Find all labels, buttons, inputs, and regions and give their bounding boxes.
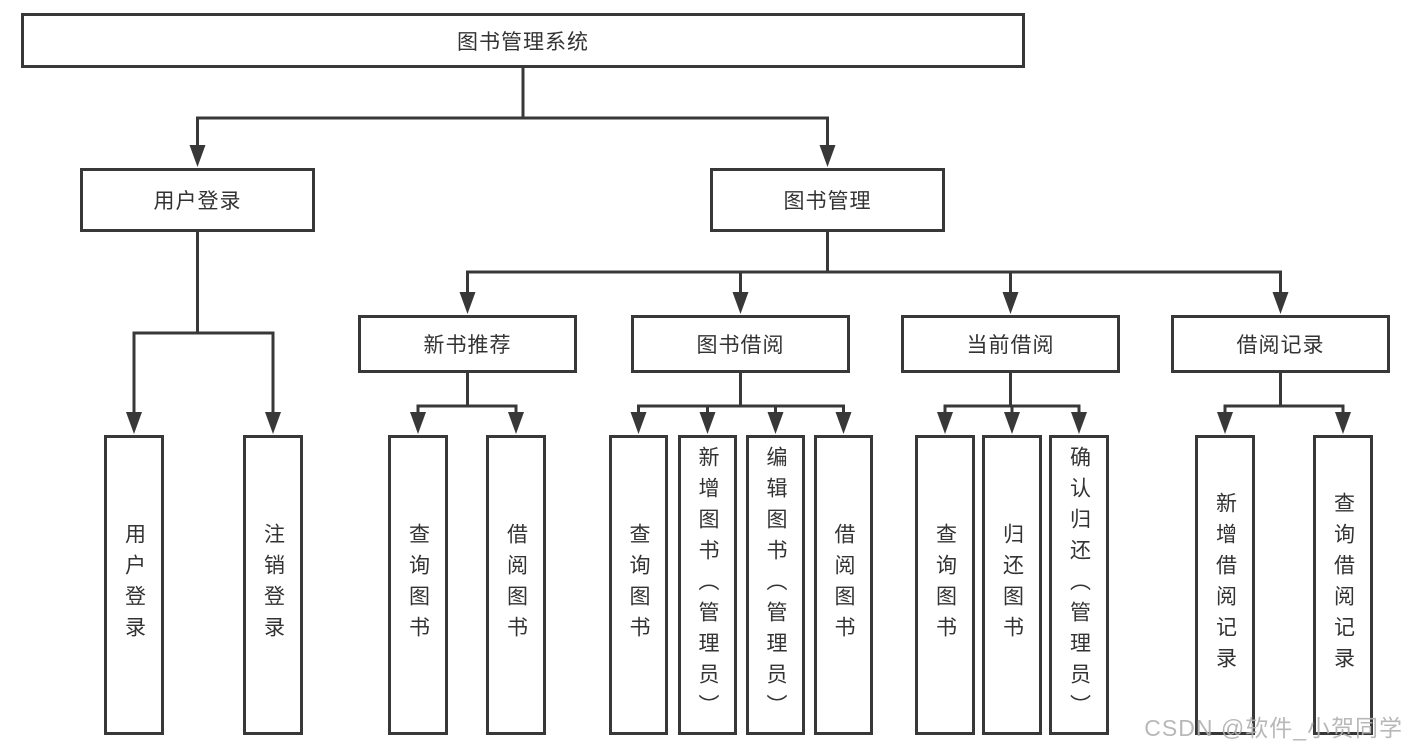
- node-leaf-borrow-book-1: 借阅图书: [486, 435, 546, 735]
- node-label: 借阅图书: [832, 523, 855, 647]
- node-leaf-user-login: 用户登录: [104, 435, 164, 735]
- node-leaf-query-book-2: 查询图书: [609, 435, 668, 735]
- node-label: 查询图书: [933, 523, 957, 647]
- node-label: 图书借阅: [696, 334, 785, 357]
- node-leaf-return-book: 归还图书: [982, 435, 1042, 735]
- node-label: 查询借阅记录: [1331, 492, 1355, 678]
- node-label: 归还图书: [1000, 523, 1024, 647]
- node-label: 查询图书: [406, 523, 430, 647]
- node-label: 新书推荐: [423, 334, 512, 357]
- node-label: 图书管理系统: [457, 30, 589, 54]
- node-book-mgmt: 图书管理: [710, 168, 945, 232]
- node-root: 图书管理系统: [21, 13, 1025, 68]
- node-label: 当前借阅: [966, 334, 1055, 357]
- node-current-borrow: 当前借阅: [901, 315, 1120, 373]
- node-leaf-confirm-return: 确认归还（管理员）: [1049, 435, 1109, 735]
- node-label: 编辑图书（管理员）: [764, 445, 787, 725]
- node-label: 用户登录: [122, 523, 146, 647]
- node-book-borrow: 图书借阅: [631, 315, 850, 373]
- node-leaf-add-borrow-rec: 新增借阅记录: [1195, 435, 1255, 735]
- node-label: 注销登录: [261, 523, 285, 647]
- node-label: 图书管理: [783, 190, 872, 213]
- node-label: 借阅图书: [504, 523, 528, 647]
- node-label: 查询图书: [627, 523, 650, 647]
- node-leaf-query-book-1: 查询图书: [388, 435, 448, 735]
- node-leaf-query-book-3: 查询图书: [915, 435, 975, 735]
- node-leaf-borrow-book-2: 借阅图书: [814, 435, 873, 735]
- node-label: 新增图书（管理员）: [696, 445, 719, 725]
- node-label: 借阅记录: [1236, 334, 1325, 357]
- node-label: 确认归还（管理员）: [1067, 445, 1091, 725]
- node-leaf-logout: 注销登录: [243, 435, 303, 735]
- node-user-login: 用户登录: [80, 168, 315, 232]
- node-leaf-edit-book: 编辑图书（管理员）: [746, 435, 805, 735]
- node-borrow-records: 借阅记录: [1171, 315, 1390, 373]
- node-leaf-add-book: 新增图书（管理员）: [678, 435, 737, 735]
- node-leaf-query-borrow-rec: 查询借阅记录: [1313, 435, 1373, 735]
- node-label: 用户登录: [153, 190, 242, 213]
- node-label: 新增借阅记录: [1213, 492, 1237, 678]
- node-new-book-rec: 新书推荐: [358, 315, 577, 373]
- watermark: CSDN @软件_小贺同学: [1144, 715, 1403, 741]
